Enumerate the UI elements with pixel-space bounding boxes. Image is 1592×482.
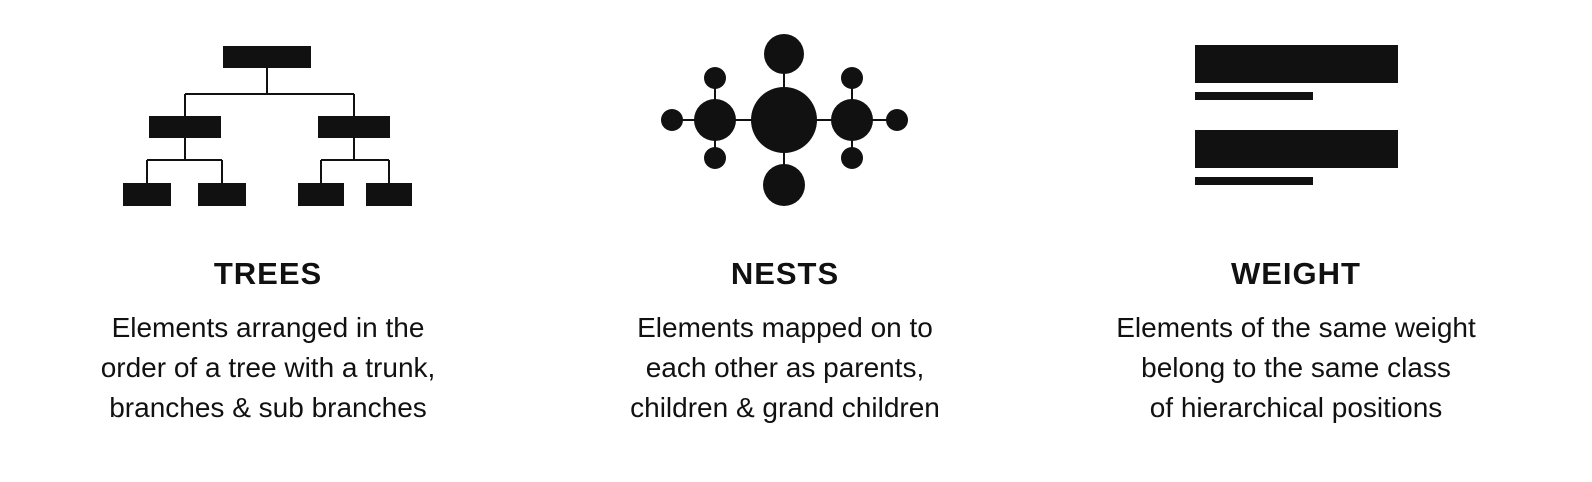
panel-nests: NESTS Elements mapped on to each other a… (535, 0, 1035, 482)
panel-title: NESTS (730, 256, 840, 291)
description-line: order of a tree with a trunk, (100, 352, 436, 383)
description-line: of hierarchical positions (1149, 392, 1443, 423)
nested-circles-icon (661, 34, 908, 206)
panel-description: Elements arranged in the order of a tree… (18, 308, 518, 428)
description-line: each other as parents, (645, 352, 925, 383)
panel-title: WEIGHT (1231, 256, 1361, 291)
description-line: Elements arranged in the (111, 312, 425, 343)
panel-weight: WEIGHT Elements of the same weight belon… (1046, 0, 1546, 482)
panel-description: Elements of the same weight belong to th… (1046, 308, 1546, 428)
description-line: children & grand children (630, 392, 940, 423)
description-line: belong to the same class (1141, 352, 1451, 383)
tree-hierarchy-icon (123, 46, 412, 206)
description-line: branches & sub branches (109, 392, 427, 423)
description-line: Elements of the same weight (1116, 312, 1476, 343)
description-line: Elements mapped on to (637, 312, 933, 343)
weighted-bars-icon (1195, 45, 1398, 185)
panel-description: Elements mapped on to each other as pare… (535, 308, 1035, 428)
panel-title: TREES (213, 256, 323, 291)
panel-trees: TREES Elements arranged in the order of … (18, 0, 518, 482)
